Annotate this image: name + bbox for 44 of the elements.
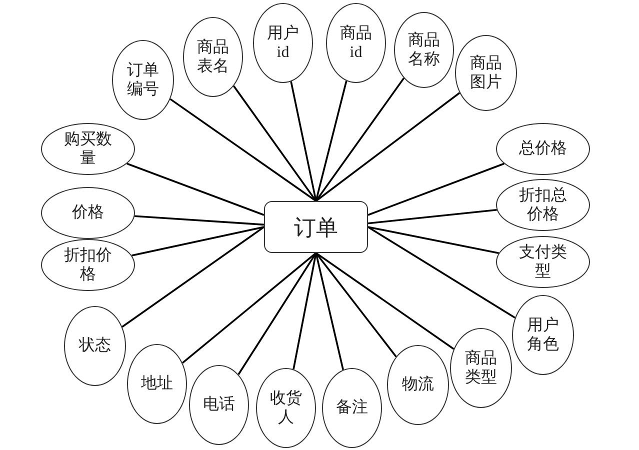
attribute-name: 物流 bbox=[402, 375, 434, 395]
connector-line bbox=[315, 252, 397, 358]
attribute-name: 价格 bbox=[72, 203, 104, 223]
attribute-name: 商品表名 bbox=[196, 38, 230, 76]
connector-line bbox=[134, 215, 264, 226]
connector-line bbox=[170, 98, 317, 202]
connector-line bbox=[182, 252, 317, 364]
attribute-name: 订单编号 bbox=[126, 60, 160, 100]
attribute-name: 商品名称 bbox=[407, 30, 441, 70]
attribute-name: 地址 bbox=[141, 374, 173, 394]
connector-line bbox=[292, 252, 317, 370]
attribute-name: 折扣总价格 bbox=[518, 186, 568, 224]
entity-box bbox=[264, 201, 368, 253]
connector-line bbox=[315, 252, 454, 350]
attribute-name: 状态 bbox=[79, 336, 111, 356]
attribute-name: 用户id bbox=[266, 24, 300, 62]
attribute-name: 商品图片 bbox=[469, 54, 503, 92]
connector-line bbox=[368, 226, 516, 318]
connector-line bbox=[315, 252, 344, 370]
attribute-name: 收货人 bbox=[269, 388, 303, 428]
attribute-name: 折扣价格 bbox=[63, 246, 113, 284]
attribute-name: 总价格 bbox=[519, 139, 567, 159]
attribute-name: 商品id bbox=[339, 24, 373, 62]
connector-line bbox=[290, 81, 317, 202]
connector-line bbox=[315, 92, 460, 202]
connector-line bbox=[126, 162, 264, 216]
connector-line bbox=[122, 226, 265, 328]
attribute-name: 购买数量 bbox=[63, 130, 113, 168]
connector-line bbox=[315, 78, 405, 202]
connector-line bbox=[232, 85, 317, 202]
entity-name: 订单 bbox=[294, 214, 338, 242]
connector-line bbox=[132, 226, 264, 256]
connector-line bbox=[368, 162, 504, 216]
attribute-name: 支付类型 bbox=[518, 242, 568, 282]
attribute-name: 备注 bbox=[336, 398, 368, 418]
connector-line bbox=[368, 226, 499, 254]
connector-line bbox=[238, 252, 317, 376]
attribute-name: 用户角色 bbox=[526, 316, 560, 354]
connector-line bbox=[368, 208, 497, 224]
attribute-name: 电话 bbox=[203, 395, 235, 415]
attribute-ellipse bbox=[394, 12, 454, 88]
attribute-ellipse bbox=[387, 345, 449, 425]
connector-line bbox=[315, 80, 348, 202]
attribute-name: 商品类型 bbox=[464, 348, 498, 388]
